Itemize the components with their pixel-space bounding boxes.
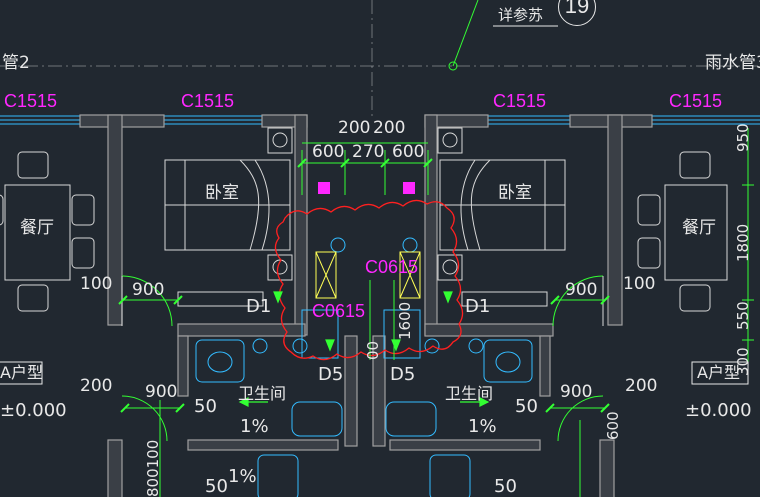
- window-tag-1: C1515: [4, 91, 58, 111]
- window-marker-right: [403, 182, 415, 194]
- slope-arrows: [238, 291, 490, 407]
- dim-200-left: 200: [80, 376, 113, 396]
- shafts: [315, 251, 421, 299]
- dim-1800: 1800: [734, 223, 752, 262]
- door-label-d5-right: D5: [390, 364, 416, 385]
- door-label-d1-left: D1: [246, 296, 272, 317]
- dim-200-a: 200: [338, 118, 371, 138]
- dim-100-right: 100: [623, 274, 656, 294]
- window-tag-3: C1515: [493, 91, 547, 111]
- window-bands: [0, 115, 760, 125]
- dim-950: 950: [734, 123, 752, 152]
- door-label-d1-right: D1: [465, 296, 491, 317]
- slope-left: 1%: [240, 416, 269, 437]
- dimension-lines: [123, 128, 754, 497]
- elevation-left: ±0.000: [0, 400, 67, 421]
- window-tag-2: C1515: [181, 91, 235, 111]
- dim-00: 00: [364, 340, 382, 360]
- window-tag-4: C1515: [669, 91, 723, 111]
- unit-type-right: A户型: [697, 363, 740, 382]
- unit-box-right: [691, 361, 749, 385]
- dim-600-right: 600: [392, 142, 425, 162]
- dimension-ticks: [118, 158, 610, 413]
- opening-tag-left: C0615: [312, 301, 366, 321]
- detail-ref: 详参苏: [498, 6, 544, 24]
- opening-tag-right: C0615: [365, 257, 419, 277]
- size-right: 50: [515, 396, 538, 417]
- window-marker-left: [318, 182, 330, 194]
- dim-900-left: 900: [132, 280, 165, 300]
- unit-type-left: A户型: [0, 363, 43, 382]
- revision-cloud: [274, 199, 464, 361]
- dim-1600: 1600: [396, 301, 414, 340]
- size-left: 50: [194, 396, 217, 417]
- dim-200-b: 200: [373, 118, 406, 138]
- dim-550: 550: [734, 301, 752, 330]
- size-bottom-right: 50: [494, 476, 517, 497]
- dim-100-left: 100: [80, 274, 113, 294]
- dim-900-right: 900: [565, 280, 598, 300]
- leader-line: [452, 0, 479, 67]
- unit-box-left: [0, 361, 43, 385]
- dim-900-bath-left: 900: [145, 382, 178, 402]
- axis-node: [448, 61, 458, 71]
- pipe-label-left: 管2: [2, 53, 30, 73]
- room-label-dining-right: 餐厅: [682, 218, 716, 238]
- door-label-d5-left: D5: [318, 364, 344, 385]
- room-label-bath-right: 卫生间: [445, 384, 494, 403]
- dim-600-left: 600: [312, 142, 345, 162]
- door-swings: [121, 275, 604, 442]
- room-label-bedroom-left: 卧室: [205, 183, 239, 203]
- slope-right: 1%: [468, 416, 497, 437]
- room-label-dining-left: 餐厅: [20, 218, 54, 238]
- axis-lines: [0, 0, 760, 120]
- slope-bottom: 1%: [228, 466, 257, 487]
- bed-left: [164, 127, 293, 281]
- dim-900-bath-right: 900: [560, 382, 593, 402]
- bath-fixtures: [195, 237, 533, 497]
- size-bottom-left: 50: [205, 476, 228, 497]
- dim-600-v: 600: [604, 411, 622, 440]
- room-label-bedroom-right: 卧室: [498, 183, 532, 203]
- dim-270: 270: [352, 142, 385, 162]
- elevation-right: ±0.000: [685, 400, 752, 421]
- room-label-bath-left: 卫生间: [238, 384, 287, 403]
- bed-right: [437, 127, 566, 281]
- dining-left: [0, 151, 95, 312]
- dim-300: 300: [734, 347, 752, 376]
- pipe-label-right: 雨水管3: [705, 53, 760, 73]
- walls: [79, 114, 653, 497]
- dining-right: [637, 151, 728, 312]
- dim-200-right: 200: [625, 376, 658, 396]
- dim-800100: 800100: [144, 439, 162, 497]
